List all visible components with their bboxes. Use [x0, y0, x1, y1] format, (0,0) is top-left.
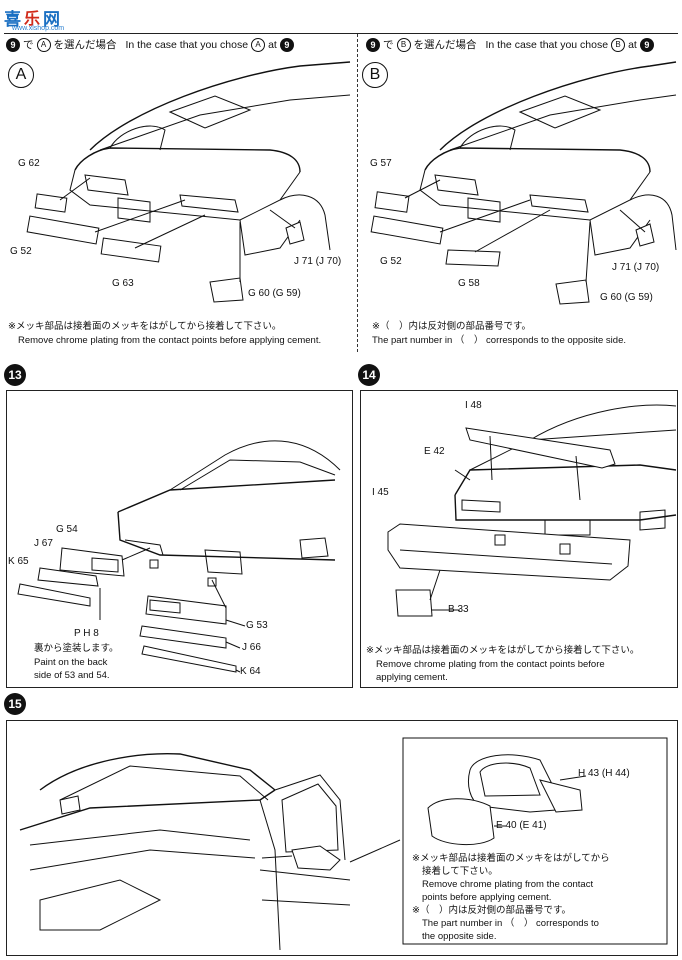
- step9b-caption: 9 で B を選んだ場合 In the case that you chose …: [366, 37, 654, 52]
- label-ph8: P H 8: [74, 628, 99, 639]
- part-ph8-left: [91, 557, 119, 573]
- step9a-caption: 9 で A を選んだ場合 In the case that you chose …: [6, 37, 294, 52]
- label-k65: K 65: [8, 556, 29, 567]
- label-g62: G 62: [18, 158, 40, 169]
- step15-panel: [6, 720, 678, 956]
- step14-note-en2: applying cement.: [376, 672, 448, 683]
- part-i48: [465, 427, 616, 469]
- step9a-note-en: Remove chrome plating from the contact p…: [18, 335, 322, 346]
- step13-paint-jp: 裏から塗装します。: [34, 643, 119, 654]
- step15-note1-jp2: 接着して下さい。: [422, 866, 498, 877]
- caption-at: at: [628, 38, 637, 51]
- part-k65: [17, 583, 91, 607]
- step15-note2-jp: ※（ ）内は反対側の部品番号です。: [412, 905, 572, 916]
- step15-note1-en2: points before applying cement.: [422, 892, 552, 903]
- part-g62: [34, 193, 68, 213]
- step9a-note-jp: ※メッキ部品は接着面のメッキをはがしてから接着して下さい。: [8, 321, 282, 332]
- part-i45: [387, 523, 631, 581]
- part-ph8-right: [149, 599, 181, 614]
- part-g57: [374, 191, 410, 213]
- label-k64: K 64: [240, 666, 261, 677]
- label-g58: G 58: [458, 278, 480, 289]
- part-k64: [141, 645, 237, 673]
- step-ref-badge: 9: [6, 37, 20, 52]
- part-g63: [100, 237, 162, 263]
- logo-char-2: 乐: [24, 11, 41, 28]
- label-e42: E 42: [424, 446, 445, 457]
- mirror-left-small: [59, 795, 81, 815]
- label-i45: I 45: [372, 487, 389, 498]
- part-j71: [635, 223, 655, 247]
- header-divider: [4, 33, 678, 34]
- step-14-badge: 14: [358, 364, 380, 386]
- label-g52: G 52: [10, 246, 32, 257]
- part-j66: [139, 625, 227, 649]
- label-g53: G 53: [246, 620, 268, 631]
- part-g52: [370, 215, 444, 245]
- option-a-marker: A: [8, 62, 34, 88]
- step15-detail-box: [402, 737, 668, 945]
- part-j67: [37, 567, 99, 587]
- label-e40: E 40 (E 41): [496, 820, 547, 831]
- part-g60: [209, 277, 244, 303]
- option-badge: A: [36, 37, 51, 52]
- step14-note-jp: ※メッキ部品は接着面のメッキをはがしてから接着して下さい。: [366, 645, 640, 656]
- caption-jp-b: を選んだ場合: [413, 39, 477, 51]
- step15-note2-en1: The part number in （ ） corresponds to: [422, 918, 599, 929]
- label-b33: B 33: [448, 604, 469, 615]
- label-j66: J 66: [242, 642, 261, 653]
- site-url: www.xlshop.com: [12, 25, 65, 32]
- label-i48: I 48: [465, 400, 482, 411]
- label-j71: J 71 (J 70): [294, 256, 342, 267]
- option-badge: A: [251, 37, 266, 52]
- step15-note2-en2: the opposite side.: [422, 931, 497, 942]
- site-logo: 喜 乐 网: [4, 4, 60, 30]
- part-e40: [427, 798, 495, 846]
- option-badge: B: [611, 37, 626, 52]
- label-g63: G 63: [112, 278, 134, 289]
- label-g52: G 52: [380, 256, 402, 267]
- step13-paint-en2: side of 53 and 54.: [34, 670, 110, 681]
- label-h43: H 43 (H 44): [578, 768, 630, 779]
- part-g58: [445, 249, 501, 267]
- step14-note-en1: Remove chrome plating from the contact p…: [376, 659, 605, 670]
- step-13-badge: 13: [4, 364, 26, 386]
- caption-at: at: [268, 38, 277, 51]
- label-g54: G 54: [56, 524, 78, 535]
- step-ref-badge: 9: [366, 37, 380, 52]
- step13-paint-en1: Paint on the back: [34, 657, 108, 668]
- option-b-marker: B: [362, 62, 388, 88]
- part-j71: [285, 221, 305, 245]
- option-badge: B: [396, 37, 411, 52]
- caption-jp-b: を選んだ場合: [53, 39, 117, 51]
- step15-note1-en1: Remove chrome plating from the contact: [422, 879, 594, 890]
- logo-char-3: 网: [43, 9, 61, 29]
- step-ref-badge: 9: [279, 37, 294, 52]
- caption-en: In the case that you chose: [125, 38, 249, 51]
- logo-char-1: 喜: [4, 9, 21, 29]
- step15-note1-jp1: ※メッキ部品は接着面のメッキをはがしてから: [412, 853, 610, 864]
- label-j71: J 71 (J 70): [612, 262, 660, 273]
- label-g60: G 60 (G 59): [600, 292, 653, 303]
- caption-jp-a: で: [23, 39, 34, 51]
- step9b-note-en: The part number in （ ） corresponds to th…: [372, 335, 626, 346]
- step-15-badge: 15: [4, 693, 26, 715]
- step-ref-badge: 9: [639, 37, 654, 52]
- caption-jp-a: で: [383, 39, 394, 51]
- label-g60: G 60 (G 59): [248, 288, 301, 299]
- label-g57: G 57: [370, 158, 392, 169]
- part-g52: [26, 215, 100, 245]
- column-divider: [357, 34, 358, 352]
- caption-en: In the case that you chose: [485, 38, 609, 51]
- part-g60: [555, 279, 590, 305]
- part-b33: [395, 589, 433, 617]
- step9b-note-jp: ※（ ）内は反対側の部品番号です。: [372, 321, 532, 332]
- mirror-right-small: [291, 845, 341, 871]
- label-j67: J 67: [34, 538, 53, 549]
